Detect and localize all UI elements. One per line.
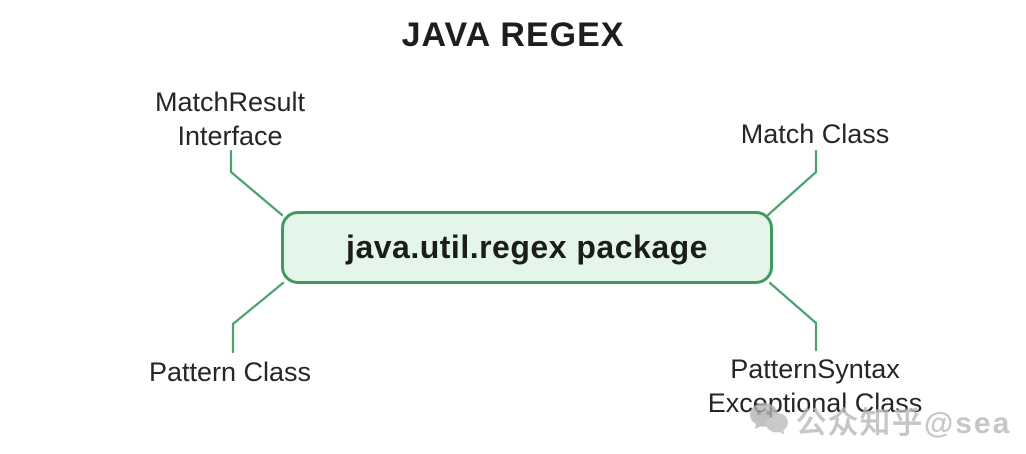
connector-bottom-right-line xyxy=(768,281,818,352)
node-label-line: Interface xyxy=(177,121,283,151)
watermark: 公众知乎@sea xyxy=(748,398,1011,442)
chat-bubbles-icon xyxy=(750,403,788,435)
node-label-line: MatchResult xyxy=(154,87,306,117)
node-pattern-class: Pattern Class xyxy=(95,355,365,389)
watermark-text: 公众知乎@sea xyxy=(796,407,1012,440)
diagram-title: JAVA REGEX xyxy=(401,16,625,54)
connector-top-left-line xyxy=(229,149,284,217)
node-label-line: PatternSyntax xyxy=(730,354,900,384)
node-matchresult-interface: MatchResult Interface xyxy=(95,85,365,153)
center-package-label: java.util.regex package xyxy=(346,229,708,265)
connector-top-right-line xyxy=(766,149,818,217)
node-label-line: Match Class xyxy=(740,119,890,149)
node-label-line: Pattern Class xyxy=(148,357,312,387)
connector-bottom-left-line xyxy=(231,281,285,354)
center-package-box: java.util.regex package xyxy=(281,211,773,284)
node-label-line: Exceptional Class xyxy=(707,388,923,418)
node-patternsyntax-exceptional-class: PatternSyntax Exceptional Class xyxy=(680,352,950,420)
node-match-class: Match Class xyxy=(695,117,935,151)
